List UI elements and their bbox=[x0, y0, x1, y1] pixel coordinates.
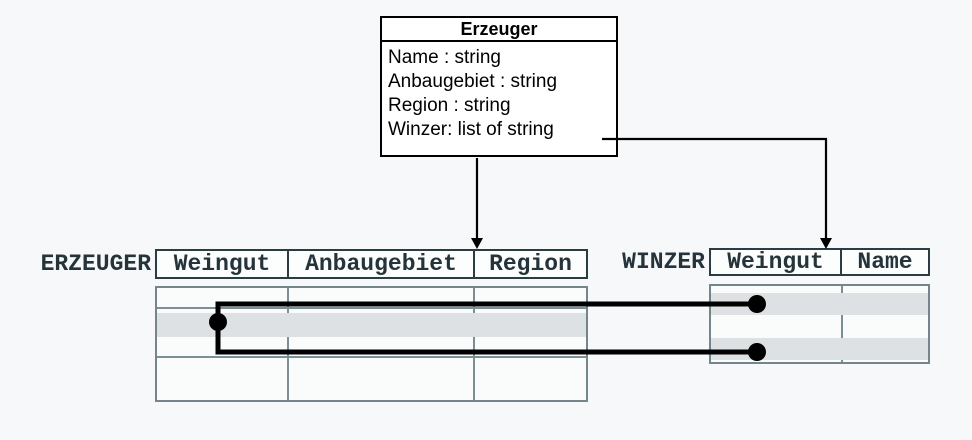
highlighted-row bbox=[157, 313, 586, 337]
erzeuger-column-weingut: Weingut bbox=[157, 251, 289, 277]
class-attribute-winzer: Winzer: list of string bbox=[388, 119, 554, 140]
class-attribute-anbaugebiet: Anbaugebiet : string bbox=[388, 71, 558, 92]
winzer-column-weingut: Weingut bbox=[711, 250, 842, 274]
column-divider bbox=[473, 288, 475, 400]
arrow-down-icon bbox=[471, 238, 483, 249]
column-divider bbox=[287, 288, 289, 400]
erzeuger-column-anbaugebiet: Anbaugebiet bbox=[289, 251, 475, 277]
winzer-table-body bbox=[709, 284, 930, 364]
row-divider bbox=[157, 307, 586, 309]
table-label-erzeuger: ERZEUGER bbox=[40, 251, 151, 277]
class-attribute-name: Name : string bbox=[388, 47, 501, 68]
erzeuger-header-row: Weingut Anbaugebiet Region bbox=[155, 249, 588, 279]
erzeuger-table-body bbox=[155, 286, 588, 402]
winzer-attr-to-winzer-arrow-line bbox=[602, 137, 828, 240]
column-divider bbox=[841, 286, 843, 362]
winzer-header-row: Weingut Name bbox=[709, 248, 930, 276]
uml-class-box-erzeuger: Erzeuger Name : string Anbaugebiet : str… bbox=[380, 16, 618, 157]
class-title: Erzeuger bbox=[382, 18, 616, 42]
table-label-winzer: WINZER bbox=[622, 249, 705, 275]
highlighted-row bbox=[711, 293, 928, 315]
highlighted-row bbox=[711, 338, 928, 360]
row-divider bbox=[157, 356, 586, 358]
class-attribute-list: Name : string Anbaugebiet : string Regio… bbox=[382, 42, 616, 142]
winzer-column-name: Name bbox=[857, 250, 913, 274]
erzeuger-column-region: Region bbox=[489, 251, 572, 277]
class-attribute-region: Region : string bbox=[388, 95, 511, 116]
